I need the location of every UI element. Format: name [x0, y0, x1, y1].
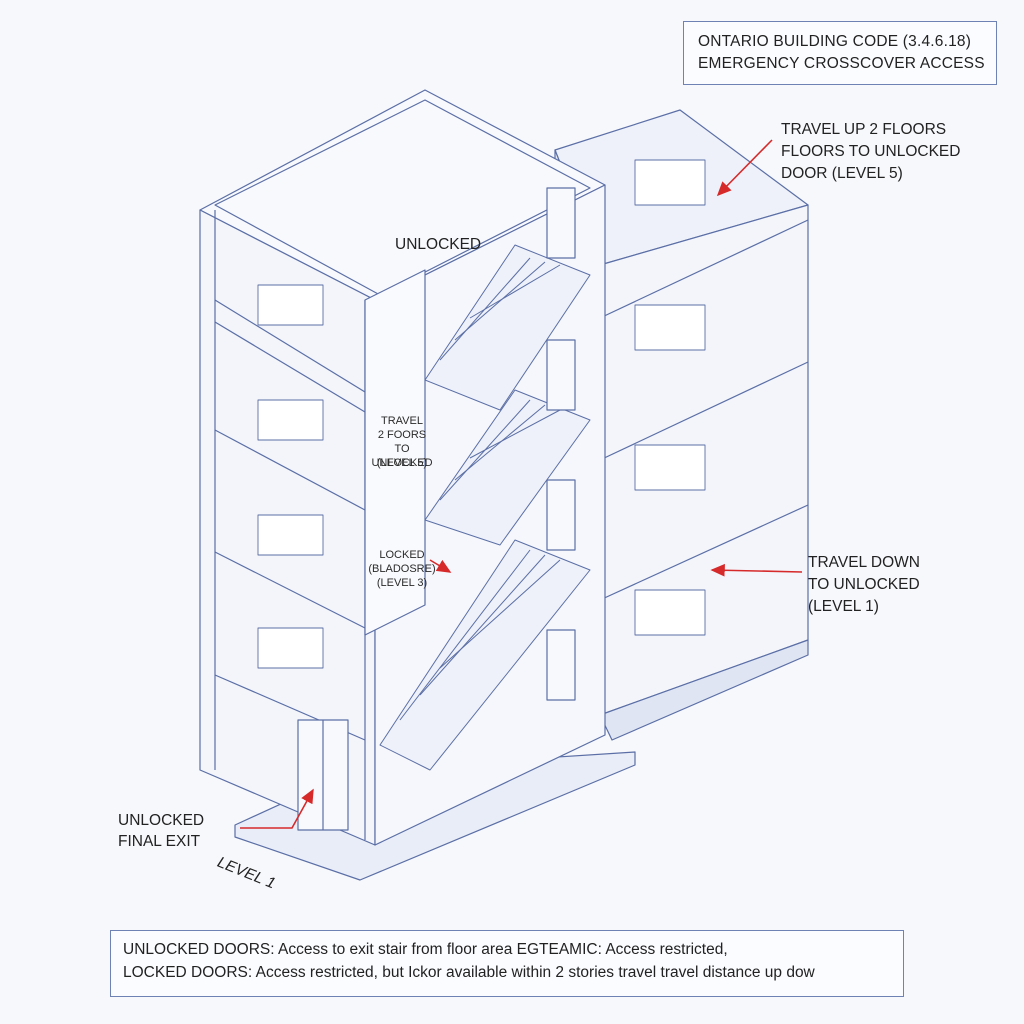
inner-label-travel-3: TO UNLOCKED	[371, 443, 433, 469]
label-travel-up-2: FLOORS TO UNLOCKED	[781, 143, 961, 160]
inner-label-travel-4: (LEVEL 5)	[376, 457, 428, 469]
label-travel-down-2: TO UNLOCKED	[808, 576, 920, 593]
legend-line-2: LOCKED DOORS: Access restricted, but Ick…	[123, 964, 815, 981]
inner-label-locked-2: (BLADOSRE)	[368, 563, 436, 575]
legend-box: UNLOCKED DOORS: Access to exit stair fro…	[110, 930, 904, 997]
inner-label-locked-3: (LEVEL 3)	[376, 577, 428, 589]
label-travel-up-1: TRAVEL UP 2 FLOORS	[781, 121, 947, 138]
label-travel-down-3: (LEVEL 1)	[808, 598, 879, 615]
inner-label-travel-2: 2 FOORS	[377, 429, 427, 441]
legend-line-1: UNLOCKED DOORS: Access to exit stair fro…	[123, 941, 728, 958]
title-box: ONTARIO BUILDING CODE (3.4.6.18) EMERGEN…	[683, 21, 997, 85]
label-final-exit-1: UNLOCKED	[118, 812, 205, 829]
label-unlocked-top: UNLOCKED	[395, 236, 482, 253]
inner-label-locked-1: LOCKED	[379, 549, 425, 561]
title-line-2: EMERGENCY CROSSCOVER ACCESS	[698, 55, 985, 72]
arrow-travel-down	[710, 563, 803, 577]
label-final-exit-2: FINAL EXIT	[118, 833, 201, 850]
arrow-travel-up	[716, 139, 773, 197]
arrow-final-exit	[240, 788, 314, 829]
label-travel-down-1: TRAVEL DOWN	[808, 554, 920, 571]
title-line-1: ONTARIO BUILDING CODE (3.4.6.18)	[698, 33, 972, 50]
inner-label-travel-1: TRAVEL	[381, 415, 423, 427]
label-travel-up-3: DOOR (LEVEL 5)	[781, 165, 903, 182]
arrow-locked	[429, 559, 452, 573]
